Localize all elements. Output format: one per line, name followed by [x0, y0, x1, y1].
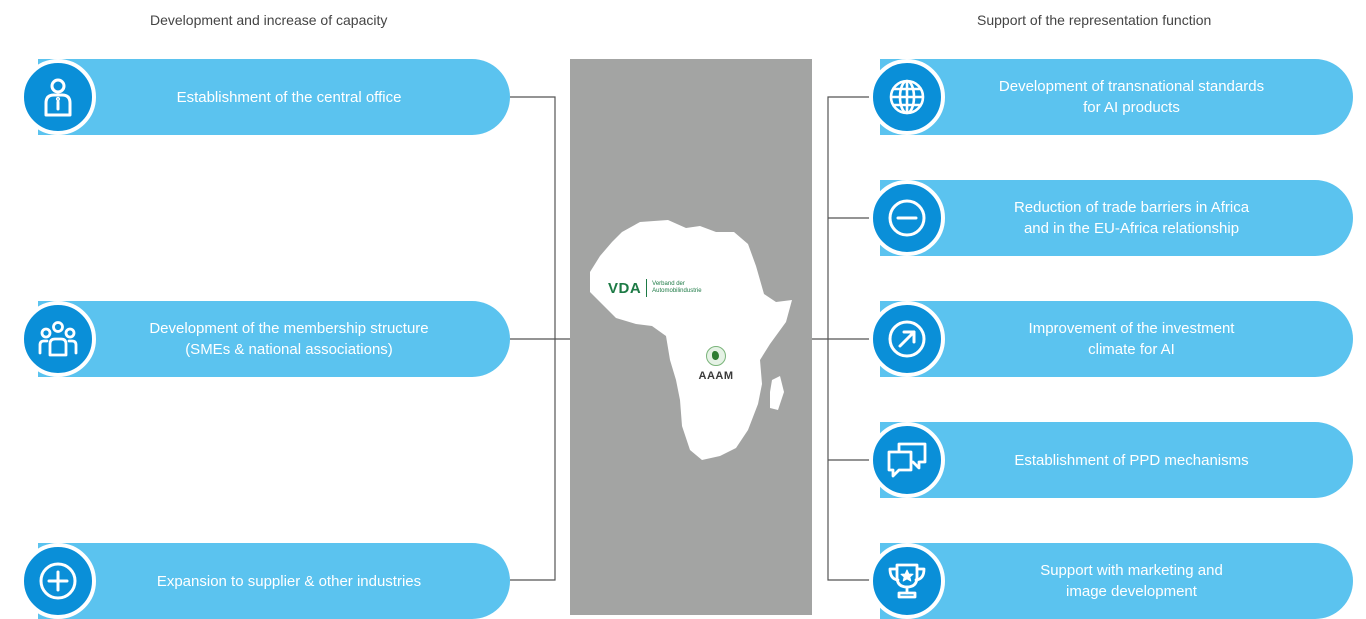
right-item-label: Establishment of PPD mechanisms — [1014, 451, 1249, 469]
left-item-label: Expansion to supplier & other industries — [156, 572, 422, 590]
right-item-label: Development of transnational standards f… — [998, 78, 1265, 116]
vda-logo-mark: VDA — [608, 279, 642, 297]
group-icon — [20, 301, 96, 377]
trophy-star-icon — [869, 543, 945, 619]
left-item-expansion: Expansion to supplier & other industries — [38, 543, 510, 619]
aaam-logo: AAAM — [694, 346, 738, 382]
heading-representation: Support of the representation function — [977, 12, 1212, 28]
right-item-trade-barriers: Reduction of trade barriers in Africa an… — [880, 180, 1353, 256]
arrow-up-right-circle-icon — [869, 301, 945, 377]
heading-capacity: Development and increase of capacity — [150, 12, 388, 28]
aaam-logo-text: AAAM — [698, 370, 734, 382]
right-item-investment-climate: Improvement of the investment climate fo… — [880, 301, 1353, 377]
left-item-central-office: Establishment of the central office — [38, 59, 510, 135]
right-item-label: Improvement of the investment climate fo… — [1028, 320, 1235, 358]
right-item-transnational-standards: Development of transnational standards f… — [880, 59, 1353, 135]
left-item-label: Development of the membership structure … — [149, 320, 429, 358]
right-item-label: Support with marketing and image develop… — [1040, 562, 1223, 600]
right-item-ppd-mechanisms: Establishment of PPD mechanisms — [880, 422, 1353, 498]
minus-circle-icon — [869, 180, 945, 256]
left-item-label: Establishment of the central office — [176, 88, 402, 106]
chat-bubbles-icon — [869, 422, 945, 498]
person-id-icon — [20, 59, 96, 135]
right-item-marketing: Support with marketing and image develop… — [880, 543, 1353, 619]
right-item-label: Reduction of trade barriers in Africa an… — [1013, 199, 1250, 237]
vda-logo-divider — [646, 279, 648, 297]
globe-icon — [869, 59, 945, 135]
left-item-membership-structure: Development of the membership structure … — [38, 301, 510, 377]
plus-circle-icon — [20, 543, 96, 619]
vda-logo: VDA Verband der Automobilindustrie — [608, 279, 712, 297]
vda-logo-name: Verband der Automobilindustrie — [652, 281, 702, 294]
aaam-seal-icon — [706, 346, 726, 366]
